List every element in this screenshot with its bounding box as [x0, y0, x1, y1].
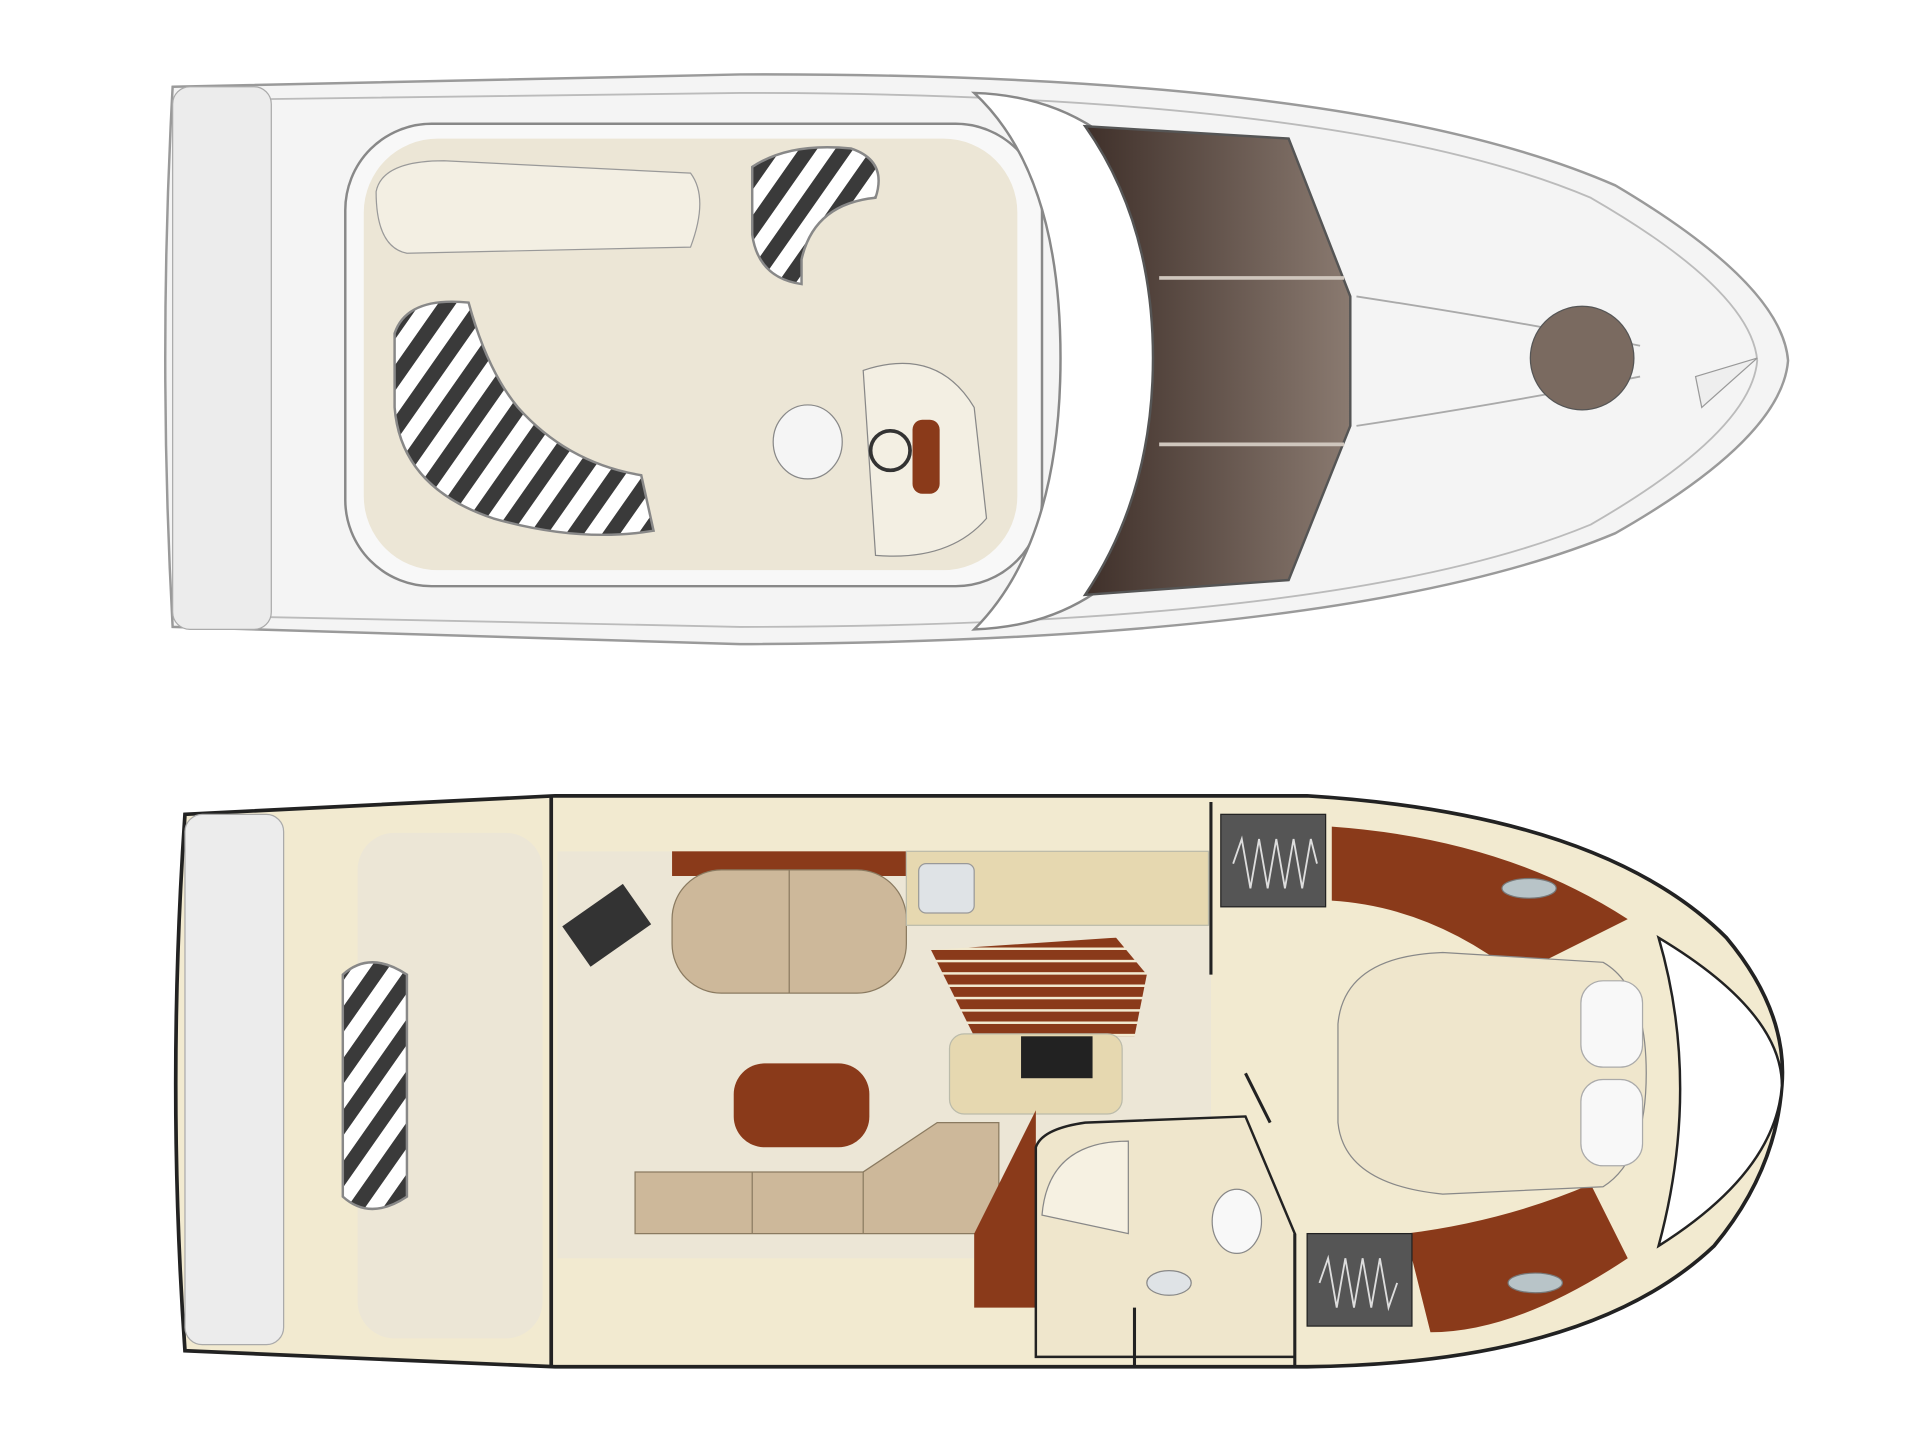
cooktop — [1021, 1036, 1093, 1079]
transom-seat — [341, 961, 409, 1211]
helm-seat — [772, 404, 843, 480]
pillow-lower — [1580, 1078, 1644, 1167]
upper-deck-outline — [265, 92, 1759, 628]
forward-cabin-wood — [1331, 826, 1628, 975]
v-berth — [1337, 951, 1647, 1195]
lower-deck-plan — [173, 793, 1785, 1369]
forward-hatch — [1529, 305, 1635, 411]
toilet — [1211, 1188, 1263, 1254]
dinette-table — [733, 1063, 870, 1148]
tv-cabinet — [562, 883, 652, 967]
interior-bulkheads — [1132, 802, 1297, 1367]
wood-trim-lower — [974, 1110, 1036, 1308]
helm-instruments — [912, 419, 940, 494]
cockpit-floor — [357, 832, 543, 1339]
companionway-steps — [931, 937, 1147, 1037]
pillow-upper — [1580, 980, 1644, 1068]
bow-pulpit — [1694, 357, 1758, 409]
porthole-lower — [1507, 1272, 1564, 1294]
windshield — [1082, 124, 1352, 597]
forward-cabin-wood-lower — [1405, 1184, 1628, 1333]
swim-platform-lower — [184, 813, 285, 1346]
porthole-upper — [1501, 877, 1557, 899]
swim-platform-upper — [172, 86, 272, 630]
l-shaped-sunpad — [393, 300, 656, 537]
aft-lounge-seat — [375, 160, 701, 254]
steering-wheel — [868, 428, 912, 473]
galley-sink — [918, 863, 975, 914]
locker-hanger-zigzag — [1232, 835, 1318, 889]
locker-hanger-zigzag — [1318, 1254, 1399, 1312]
bow-void — [1656, 934, 1784, 1249]
shower-stall — [1041, 1140, 1129, 1235]
upper-deck-plan — [164, 73, 1790, 646]
head-sink — [1146, 1269, 1192, 1296]
companion-seat — [750, 145, 880, 286]
